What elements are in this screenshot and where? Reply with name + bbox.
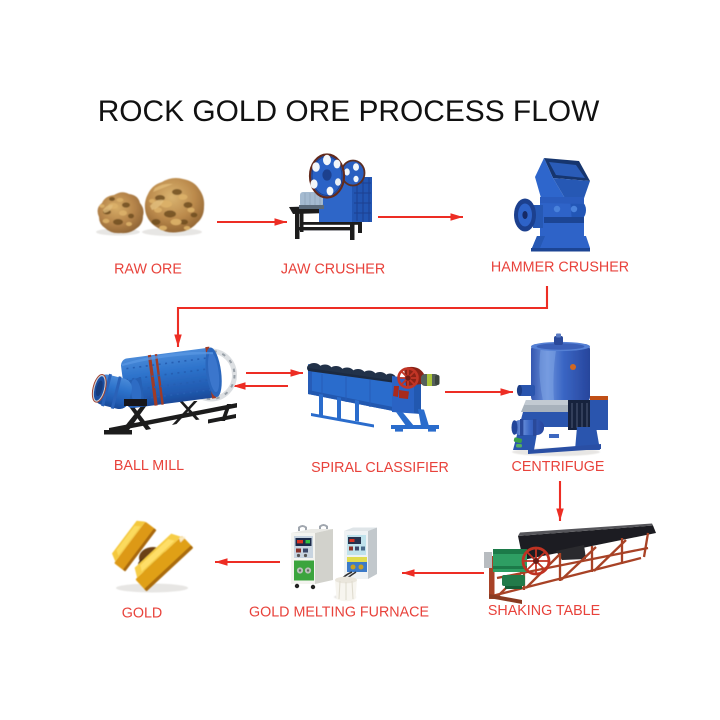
svg-text:BALL MILL: BALL MILL [114,458,184,474]
svg-text:GOLD MELTING FURNACE: GOLD MELTING FURNACE [249,605,429,621]
svg-text:JAW CRUSHER: JAW CRUSHER [281,262,385,278]
svg-text:HAMMER CRUSHER: HAMMER CRUSHER [491,260,629,276]
svg-text:SPIRAL CLASSIFIER: SPIRAL CLASSIFIER [311,460,449,476]
svg-text:SHAKING TABLE: SHAKING TABLE [488,603,600,619]
svg-text:ROCK GOLD ORE PROCESS FLOW: ROCK GOLD ORE PROCESS FLOW [98,95,600,128]
svg-text:GOLD: GOLD [122,606,163,622]
svg-text:RAW ORE: RAW ORE [114,262,182,278]
svg-text:CENTRIFUGE: CENTRIFUGE [512,459,605,475]
